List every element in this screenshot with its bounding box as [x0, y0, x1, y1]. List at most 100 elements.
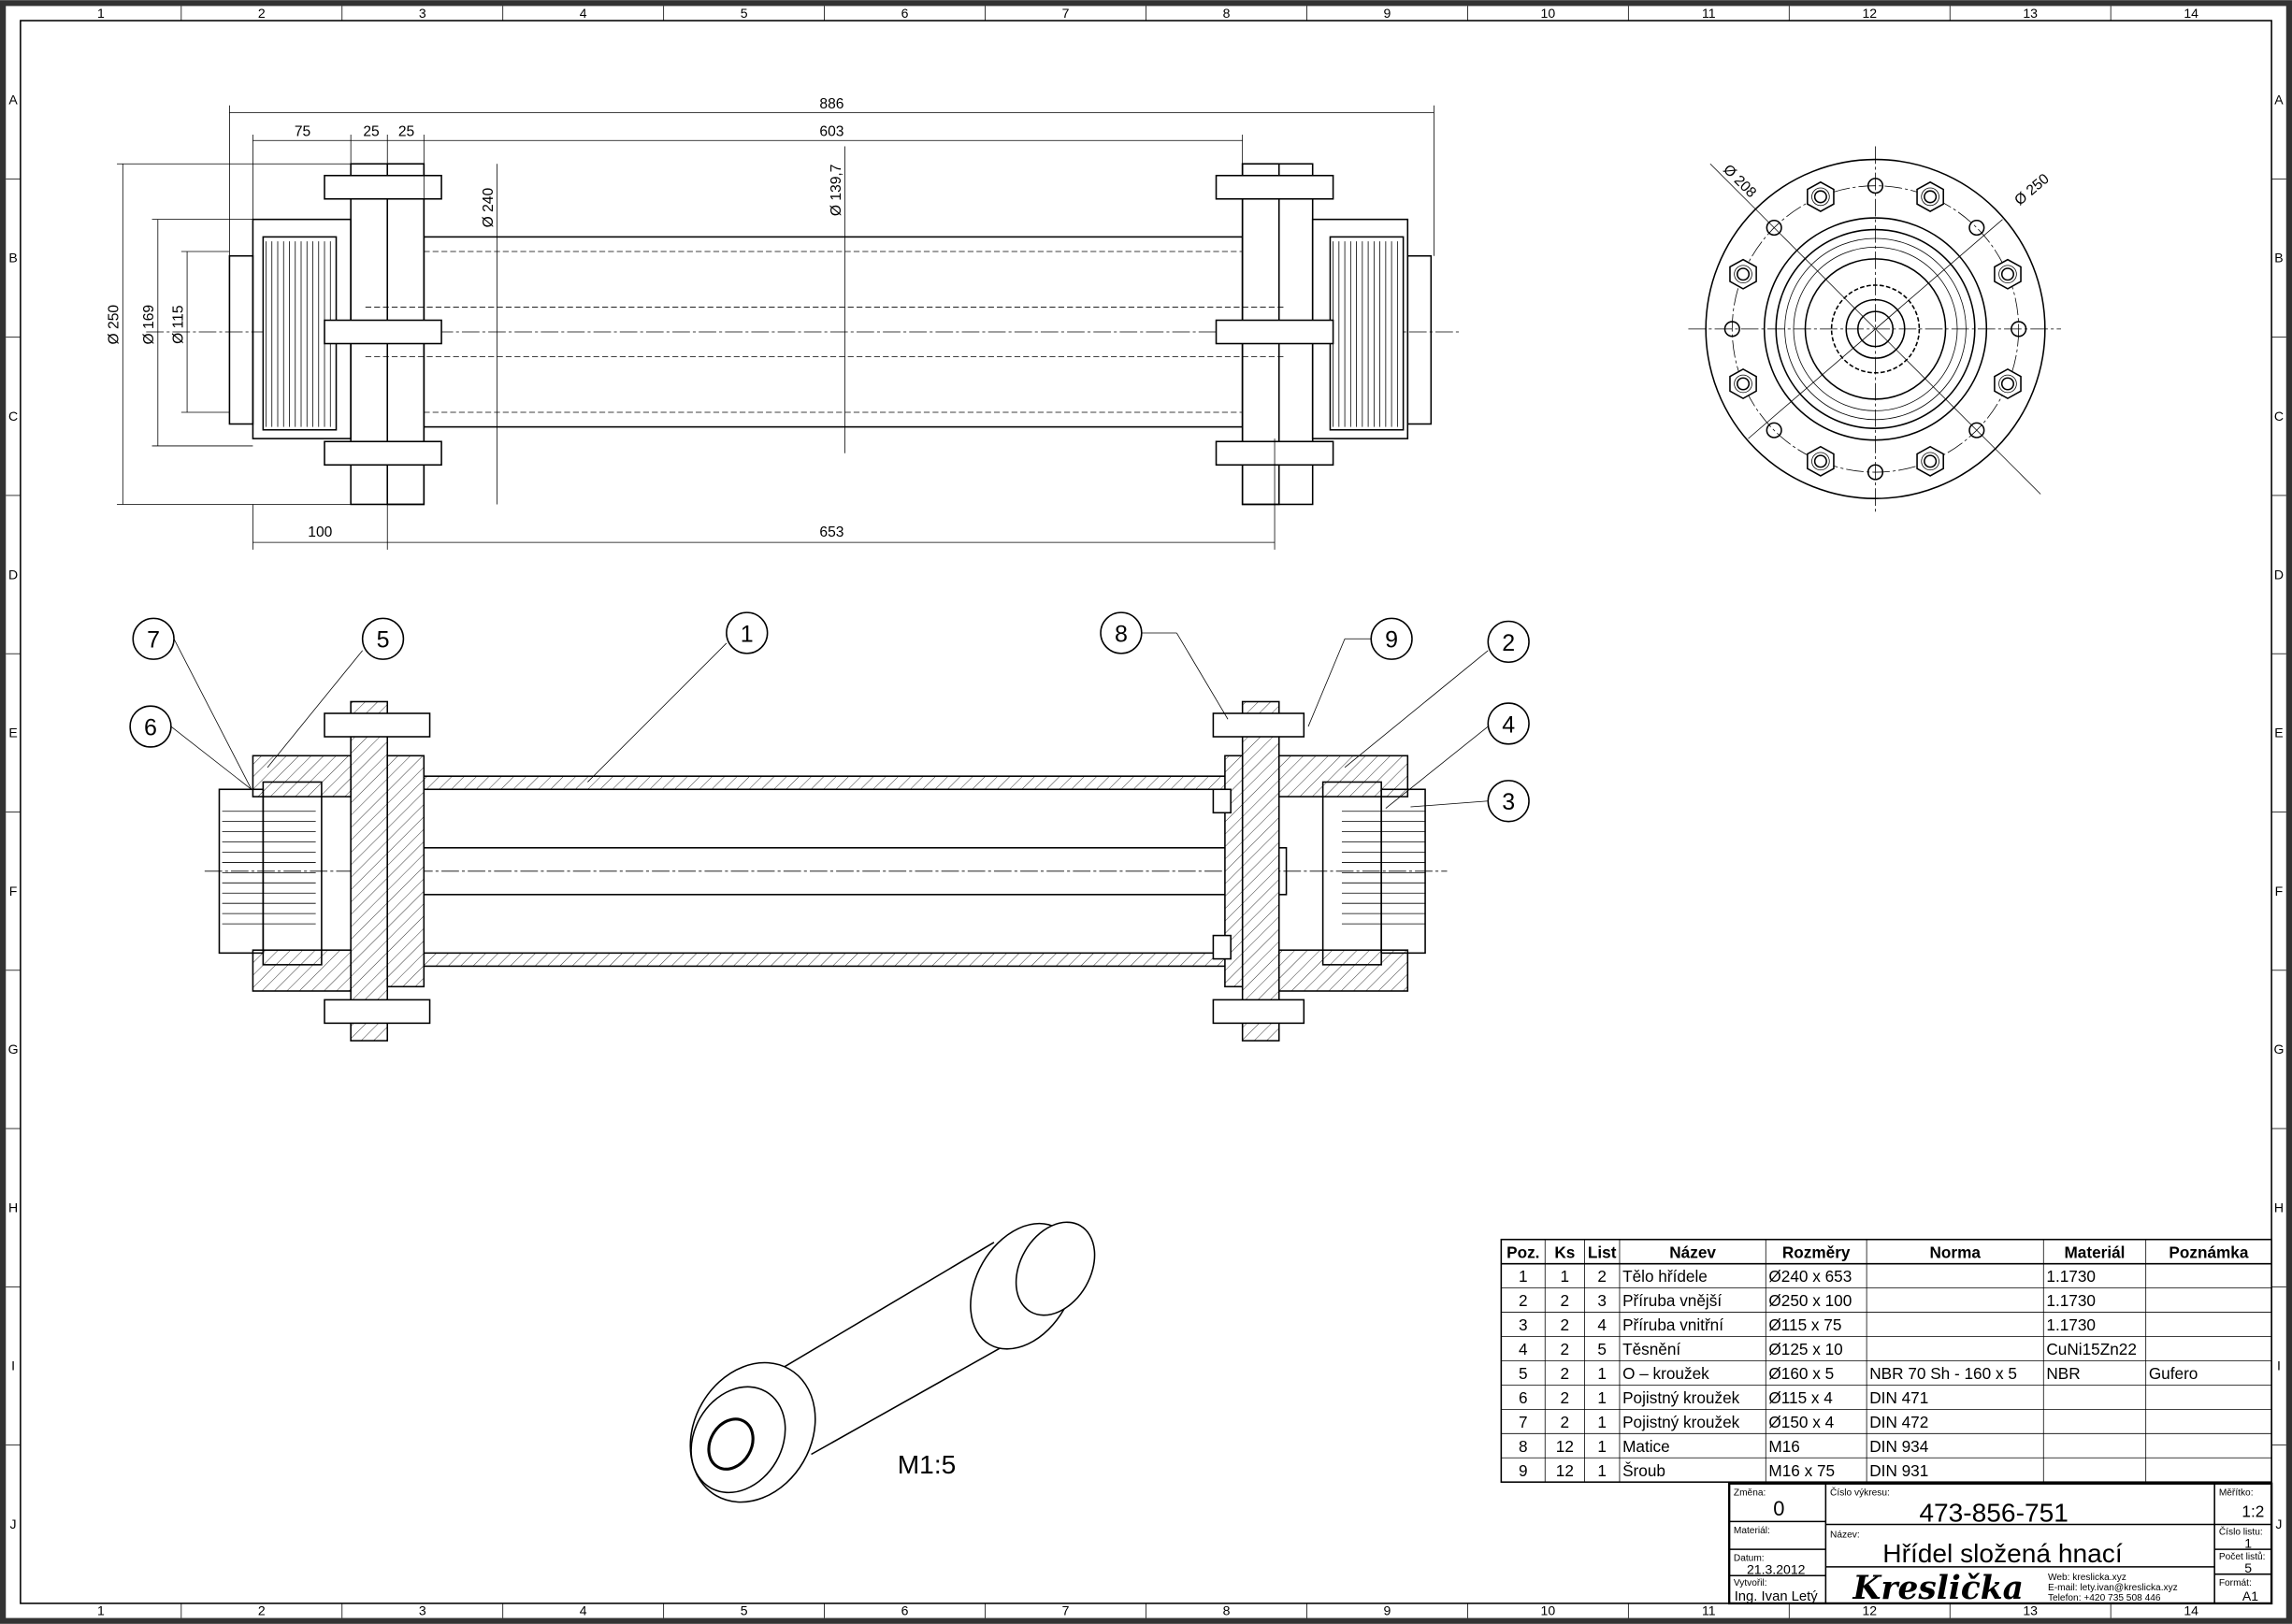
zone-row-label: E: [2274, 726, 2283, 740]
table-cell: 1: [1597, 1413, 1607, 1431]
change-value: 0: [1773, 1497, 1784, 1520]
table-cell: DIN 472: [1869, 1413, 1928, 1431]
table-cell: DIN 934: [1869, 1437, 1928, 1456]
balloon-6: 6: [129, 705, 172, 748]
table-cell: 5: [1597, 1340, 1607, 1358]
zone-column-label: 3: [419, 1602, 426, 1617]
bolt-nut-icon: [1807, 445, 1835, 477]
author-label: Vytvořil:: [1734, 1578, 1767, 1588]
table-cell: 2: [1519, 1291, 1528, 1310]
table-cell: NBR 70 Sh - 160 x 5: [1869, 1364, 2017, 1383]
front-view: 886 75 25 25 603 Ø 250 Ø 169 Ø 115 Ø 240…: [107, 96, 1463, 550]
dim-flange-length: 100: [308, 525, 332, 540]
dim-hub-length: 75: [295, 124, 311, 140]
zone-column-label: 12: [1862, 1602, 1877, 1617]
table-cell: 12: [1556, 1437, 1574, 1456]
table-cell: 4: [1519, 1340, 1528, 1358]
dim-overall-length: 886: [819, 96, 843, 112]
isometric-view: M1:5: [689, 1221, 1096, 1503]
phone-text: Telefon: +420 735 508 446: [2048, 1593, 2161, 1603]
zone-column-label: 2: [258, 1602, 266, 1617]
table-cell: Pojistný kroužek: [1622, 1413, 1740, 1431]
balloon-7: 7: [132, 617, 175, 660]
table-cell: M16: [1768, 1437, 1799, 1456]
zone-row-label: D: [2274, 567, 2284, 582]
bolt-hole: [1766, 219, 1782, 237]
balloon-number: 5: [377, 627, 390, 654]
column-header: Rozměry: [1782, 1243, 1851, 1261]
column-header: Název: [1669, 1243, 1716, 1261]
zone-column-label: 13: [2023, 1602, 2038, 1617]
date-label: Datum:: [1734, 1554, 1765, 1564]
zone-row-label: J: [2275, 1516, 2282, 1531]
zone-row-label: J: [10, 1516, 17, 1531]
zone-column-label: 12: [1862, 6, 1877, 21]
balloon-number: 8: [1115, 621, 1128, 647]
column-header: List: [1588, 1243, 1617, 1261]
zone-row-label: C: [8, 409, 18, 424]
bolt-nut-icon: [1994, 258, 2022, 290]
bolt-nut-icon: [1916, 181, 1944, 212]
bolt-nut-icon: [1729, 258, 1757, 290]
dim-tube-length: 603: [819, 124, 843, 140]
table-cell: 4: [1597, 1315, 1607, 1334]
zone-row-label: I: [2277, 1358, 2281, 1373]
zone-row-label: B: [8, 251, 17, 266]
zone-row-label: G: [8, 1042, 19, 1056]
zone-row-label: B: [2274, 251, 2283, 266]
table-cell: 7: [1519, 1413, 1528, 1431]
balloon-2: 2: [1487, 620, 1530, 664]
bolt-nut-icon: [1916, 445, 1944, 477]
table-cell: Těsnění: [1622, 1340, 1680, 1358]
table-cell: 3: [1519, 1315, 1528, 1334]
sheet-number: 1: [2244, 1536, 2252, 1551]
format-label: Formát:: [2219, 1578, 2252, 1588]
table-cell: 1.1730: [2046, 1267, 2096, 1286]
table-cell: 1: [1597, 1364, 1607, 1383]
bolt-nut-icon: [1994, 368, 2022, 399]
bolt-hole: [1723, 321, 1740, 338]
title-block: Změna: 0 Materiál: Datum: 21.3.2012 Vytv…: [1728, 1482, 2273, 1607]
author-value: Ing. Ivan Letý: [1735, 1589, 1819, 1604]
change-label: Změna:: [1734, 1487, 1766, 1498]
bolt-hole: [1766, 422, 1782, 438]
zone-column-label: 10: [1541, 6, 1556, 21]
balloon-number: 7: [147, 627, 160, 654]
table-cell: Gufero: [2149, 1364, 2198, 1383]
table-cell: Příruba vnější: [1622, 1291, 1722, 1310]
table-cell: 2: [1561, 1315, 1570, 1334]
table-cell: CuNi15Zn22: [2046, 1340, 2137, 1358]
table-cell: 1: [1597, 1461, 1607, 1480]
table-cell: Šroub: [1622, 1461, 1665, 1480]
zone-column-label: 7: [1062, 6, 1070, 21]
drawing-number: 473-856-751: [1919, 1498, 2069, 1527]
table-row: 7 2 1 Pojistný kroužek Ø150 x 4 DIN 472: [1519, 1413, 1928, 1431]
zone-column-label: 5: [741, 1602, 748, 1617]
table-cell: 2: [1561, 1291, 1570, 1310]
table-cell: 1: [1597, 1437, 1607, 1456]
balloon-4: 4: [1487, 702, 1530, 745]
table-cell: DIN 931: [1869, 1461, 1928, 1480]
table-cell: Ø160 x 5: [1768, 1364, 1834, 1383]
zone-row-label: A: [2274, 92, 2284, 107]
column-header: Ks: [1554, 1243, 1575, 1261]
dim-body-length: 653: [819, 525, 843, 540]
company-logo: Kreslička: [1852, 1570, 2024, 1607]
table-cell: 2: [1561, 1413, 1570, 1431]
table-cell: NBR: [2046, 1364, 2080, 1383]
table-cell: Pojistný kroužek: [1622, 1388, 1740, 1407]
zone-row-label: F: [2275, 884, 2284, 898]
zone-column-label: 1: [97, 1602, 105, 1617]
zone-column-label: 3: [419, 6, 426, 21]
zone-column-label: 14: [2184, 6, 2198, 21]
zone-row-label: E: [8, 726, 17, 740]
table-cell: Ø150 x 4: [1768, 1413, 1834, 1431]
dim-diameter-240: Ø 240: [481, 188, 497, 228]
column-header: Poz.: [1506, 1243, 1539, 1261]
